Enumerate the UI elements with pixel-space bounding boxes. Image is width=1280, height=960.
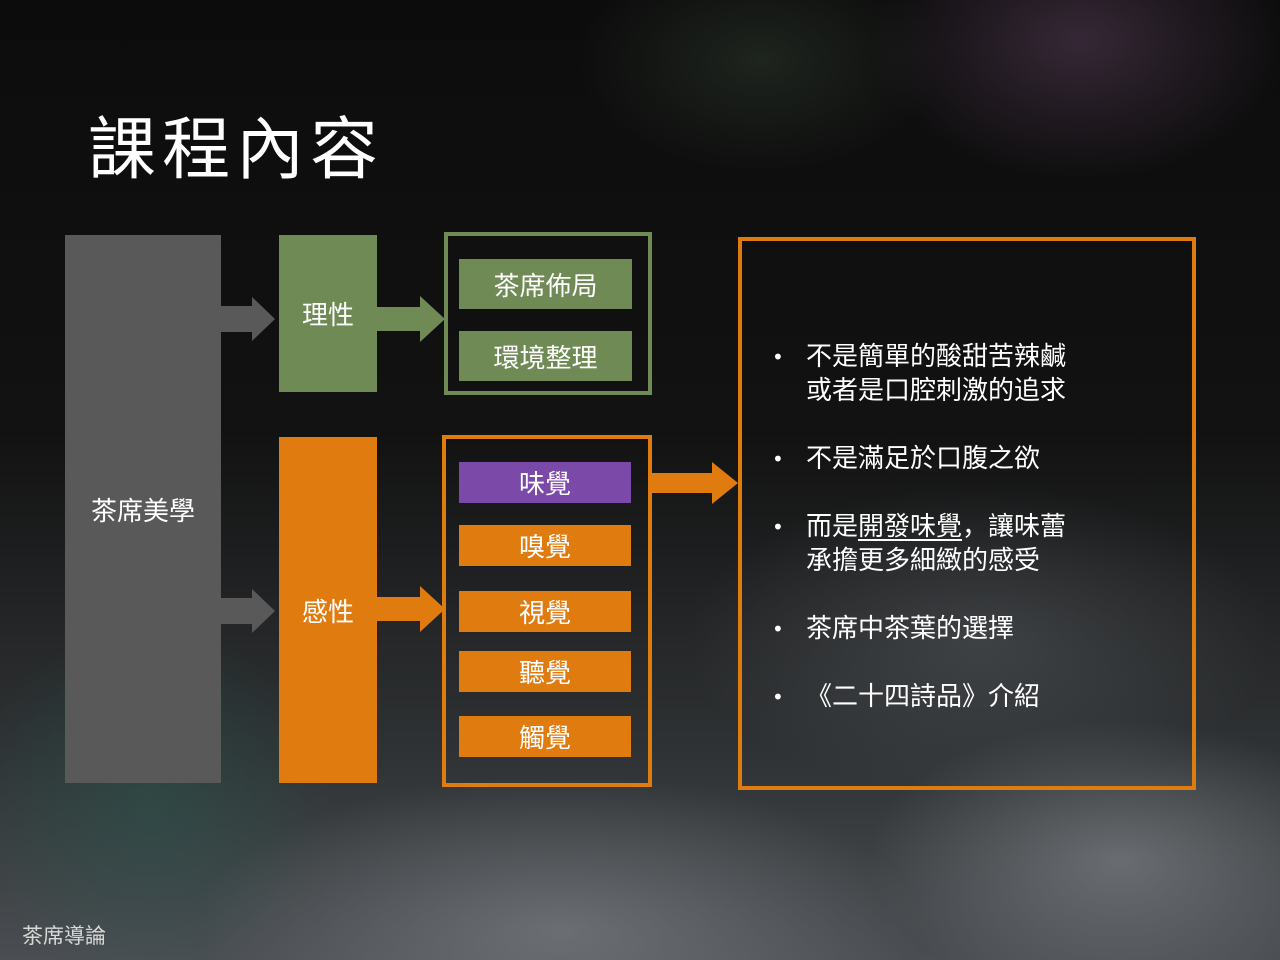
item-taste: 味覺 (459, 462, 631, 503)
details-bullet-list: • 不是簡單的酸甜苦辣鹹 或者是口腔刺激的追求 • 不是滿足於口腹之欲 • 而是… (772, 340, 1172, 714)
item-touch: 觸覺 (459, 716, 631, 757)
bullet-dot: • (772, 515, 784, 539)
item-smell: 嗅覺 (459, 525, 631, 566)
slide-footer: 茶席導論 (22, 924, 106, 948)
item-hearing: 聽覺 (459, 651, 631, 692)
rational-items-frame (444, 232, 652, 395)
root-node: 茶席美學 (65, 235, 221, 783)
bullet-item: • 不是滿足於口腹之欲 (772, 444, 1041, 474)
root-to-emotional-arrow (221, 589, 275, 633)
bullet-item: • 而是開發味覺，讓味蕾 承擔更多細緻的感受 (772, 512, 1067, 576)
bullet-dot: • (772, 617, 784, 641)
bullet-dot: • (772, 345, 784, 369)
emotional-node: 感性 (279, 437, 377, 783)
rational-node-label: 理性 (301, 301, 354, 331)
bullet-dot: • (772, 447, 784, 471)
rational-to-items-arrow (377, 296, 445, 342)
slide-title: 課程內容 (88, 111, 385, 190)
underlined-phrase: 開發味覺 (858, 512, 963, 542)
emotional-to-items-arrow (377, 586, 445, 632)
item-environment-arrangement: 環境整理 (459, 331, 632, 381)
rational-node: 理性 (279, 235, 377, 392)
root-to-rational-arrow (221, 297, 275, 341)
root-node-label: 茶席美學 (90, 496, 195, 527)
item-sight: 視覺 (459, 591, 631, 632)
emotional-items-frame (442, 435, 652, 787)
bullet-item: • 《二十四詩品》介紹 (772, 682, 1041, 712)
details-frame (738, 237, 1196, 790)
emotional-node-label: 感性 (301, 597, 354, 628)
taste-to-details-arrow (652, 462, 738, 504)
bullet-dot: • (772, 685, 784, 709)
bullet-item: • 不是簡單的酸甜苦辣鹹 或者是口腔刺激的追求 (772, 342, 1067, 406)
item-tea-table-layout: 茶席佈局 (459, 259, 632, 309)
bullet-item: • 茶席中茶葉的選擇 (772, 614, 1015, 644)
